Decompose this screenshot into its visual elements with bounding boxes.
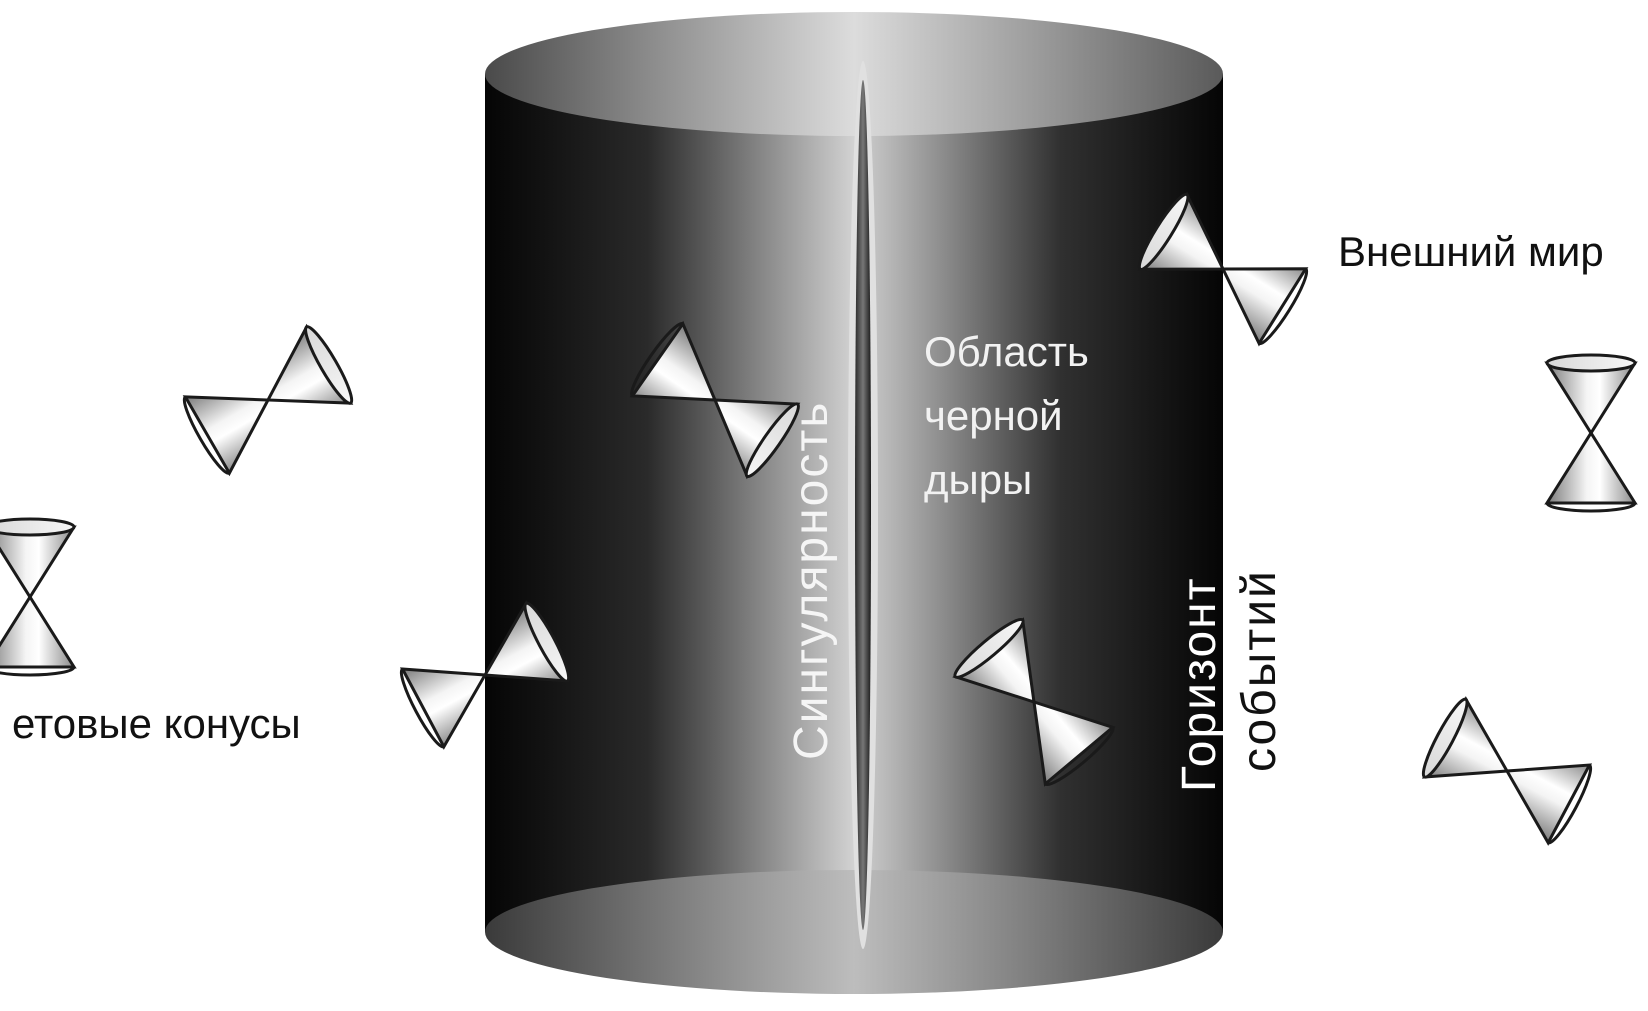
event-horizon-label-line2: событий	[1233, 569, 1286, 772]
singularity-line	[848, 61, 878, 949]
singularity-label: Сингулярность	[785, 400, 838, 760]
light-cone-icon	[0, 517, 76, 677]
event-horizon-label-line1: Горизонт	[1173, 576, 1226, 792]
black-hole-region-label: Область черной дыры	[924, 328, 1089, 503]
light-cone-icon	[176, 321, 360, 479]
light-cone-icon	[1415, 694, 1599, 848]
light-cone-icon	[1545, 353, 1637, 513]
outside-world-label: Внешний мир	[1338, 228, 1604, 275]
light-cones-label: етовые конусы	[12, 700, 301, 747]
